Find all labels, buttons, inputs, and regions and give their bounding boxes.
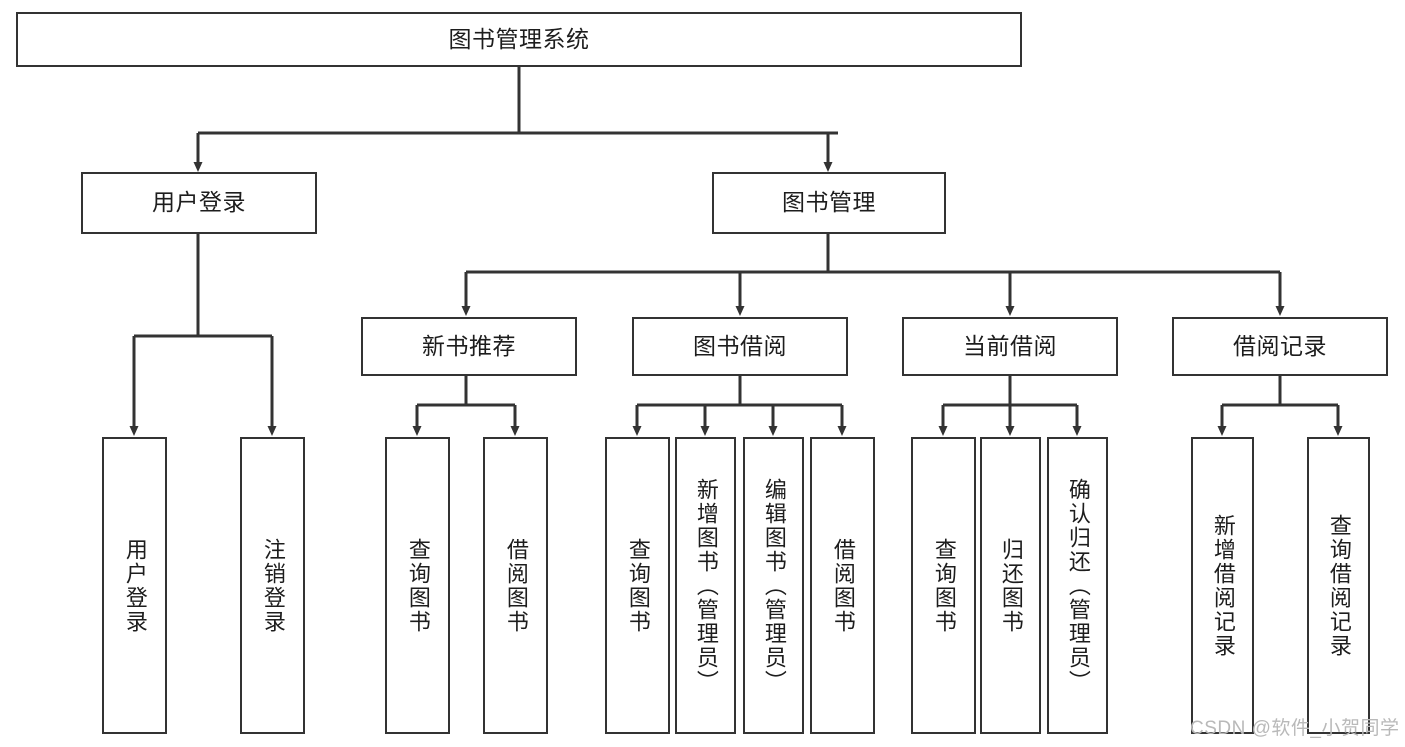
node-current-borrow[interactable]: 当前借阅 — [902, 317, 1118, 376]
node-borrow-record[interactable]: 借阅记录 — [1172, 317, 1388, 376]
node-leaf-query-book-1-label: 查询图书 — [405, 537, 431, 634]
node-leaf-query-record[interactable]: 查询借阅记录 — [1307, 437, 1370, 734]
node-leaf-query-book-3-label: 查询图书 — [931, 537, 957, 634]
node-book-borrow-label: 图书借阅 — [693, 332, 787, 359]
node-leaf-return-book-label: 归还图书 — [998, 537, 1024, 634]
node-current-borrow-label: 当前借阅 — [963, 332, 1057, 359]
node-book-borrow[interactable]: 图书借阅 — [632, 317, 848, 376]
node-leaf-confirm-return-label: 确认归还（管理员） — [1065, 477, 1091, 694]
node-leaf-add-record[interactable]: 新增借阅记录 — [1191, 437, 1254, 734]
node-leaf-borrow-book-1-label: 借阅图书 — [503, 537, 529, 634]
node-leaf-query-record-label: 查询借阅记录 — [1326, 513, 1352, 658]
node-user-login-label: 用户登录 — [152, 189, 246, 216]
csdn-watermark: CSDN @软件_小贺同学 — [1190, 718, 1400, 739]
node-leaf-borrow-book-2-label: 借阅图书 — [830, 537, 856, 634]
node-book-manage-label: 图书管理 — [782, 189, 876, 216]
node-user-login[interactable]: 用户登录 — [81, 172, 317, 234]
node-new-book-rec-label: 新书推荐 — [422, 332, 516, 359]
node-leaf-edit-book-label: 编辑图书（管理员） — [761, 477, 787, 694]
node-leaf-borrow-book-1[interactable]: 借阅图书 — [483, 437, 548, 734]
node-leaf-edit-book[interactable]: 编辑图书（管理员） — [743, 437, 804, 734]
node-leaf-logout[interactable]: 注销登录 — [240, 437, 305, 734]
node-leaf-borrow-book-2[interactable]: 借阅图书 — [810, 437, 875, 734]
node-leaf-query-book-3[interactable]: 查询图书 — [911, 437, 976, 734]
node-leaf-user-login[interactable]: 用户登录 — [102, 437, 167, 734]
node-leaf-add-book[interactable]: 新增图书（管理员） — [675, 437, 736, 734]
node-leaf-user-login-label: 用户登录 — [122, 537, 148, 634]
node-root-label: 图书管理系统 — [448, 25, 590, 52]
node-leaf-add-book-label: 新增图书（管理员） — [693, 477, 719, 694]
node-leaf-query-book-1[interactable]: 查询图书 — [385, 437, 450, 734]
node-book-manage[interactable]: 图书管理 — [712, 172, 946, 234]
node-leaf-query-book-2-label: 查询图书 — [625, 537, 651, 634]
node-root[interactable]: 图书管理系统 — [16, 12, 1022, 67]
node-leaf-return-book[interactable]: 归还图书 — [980, 437, 1041, 734]
node-borrow-record-label: 借阅记录 — [1233, 332, 1327, 359]
node-leaf-add-record-label: 新增借阅记录 — [1210, 513, 1236, 658]
node-leaf-confirm-return[interactable]: 确认归还（管理员） — [1047, 437, 1108, 734]
node-new-book-rec[interactable]: 新书推荐 — [361, 317, 577, 376]
node-leaf-logout-label: 注销登录 — [260, 537, 286, 634]
node-leaf-query-book-2[interactable]: 查询图书 — [605, 437, 670, 734]
